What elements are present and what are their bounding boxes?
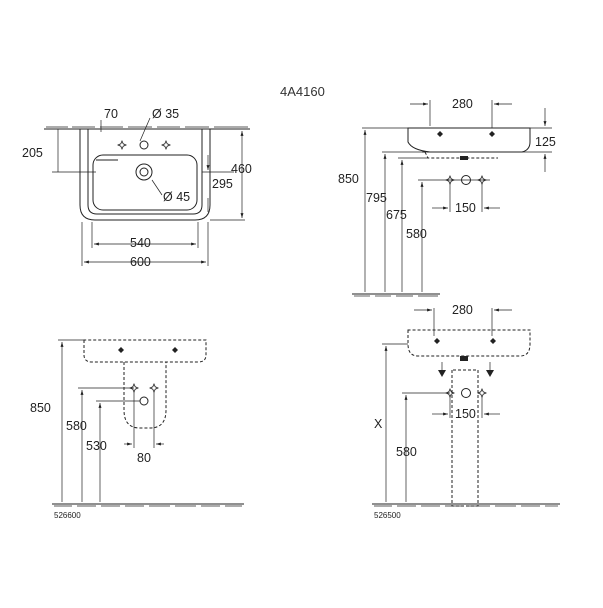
tap-hole-center-icon xyxy=(139,140,149,150)
drain-inner-icon xyxy=(139,167,149,177)
dim-tap-hole: Ø 35 xyxy=(152,107,179,121)
dim-depth-top: 205 xyxy=(22,146,43,160)
side-dim-675: 675 xyxy=(386,208,407,222)
pedestal-column-outline xyxy=(451,369,479,507)
side-dim-125: 125 xyxy=(535,135,556,149)
side-drain-fitting-icon xyxy=(461,175,471,185)
arrow-down-left-icon xyxy=(438,370,446,377)
side-dim-280: 280 xyxy=(452,97,473,111)
basin-dashed-outline xyxy=(83,339,207,363)
front-dim-850: 850 xyxy=(30,401,51,415)
pedestal-drain-fitting-icon xyxy=(461,388,471,398)
side-dim-850: 850 xyxy=(338,172,359,186)
semi-pedestal-code: 526600 xyxy=(54,511,81,520)
side-view: 280 125 850 795 675 580 150 xyxy=(338,97,556,297)
full-pedestal-code: 526500 xyxy=(374,511,401,520)
side-dim-795: 795 xyxy=(366,191,387,205)
front-dim-580: 580 xyxy=(66,419,87,433)
tap-hole-right-icon xyxy=(161,140,171,150)
dim-overflow-hole: Ø 45 xyxy=(163,190,190,204)
top-view: 70 Ø 35 205 Ø 45 460 295 540 600 xyxy=(22,107,252,269)
front-view-full-pedestal: 280 X 580 150 526500 xyxy=(372,303,560,520)
dim-inner-width: 540 xyxy=(130,236,151,250)
side-dim-150: 150 xyxy=(455,201,476,215)
pedestal-dim-150: 150 xyxy=(455,407,476,421)
basin-outline xyxy=(79,129,211,221)
side-basin-outline xyxy=(407,127,531,153)
dim-height-total: 460 xyxy=(231,162,252,176)
semi-pedestal-outline xyxy=(123,362,167,429)
dim-total-width: 600 xyxy=(130,255,151,269)
front-supply-right-icon xyxy=(149,383,159,393)
front-dim-80: 80 xyxy=(137,451,151,465)
pedestal-dim-x: X xyxy=(374,417,383,431)
front-dim-530: 530 xyxy=(86,439,107,453)
side-drain-stub xyxy=(460,156,468,160)
tap-hole-left-icon xyxy=(117,140,127,150)
arrow-down-right-icon xyxy=(486,370,494,377)
pedestal-supply-right-icon xyxy=(477,388,487,398)
pedestal-basin-outline xyxy=(407,329,531,357)
pedestal-dim-280: 280 xyxy=(452,303,473,317)
dim-height-inner: 295 xyxy=(212,177,233,191)
basin-rim-inner xyxy=(87,129,203,215)
drain-outer-icon xyxy=(135,163,153,181)
front-view-semi-pedestal: 850 580 530 80 526600 xyxy=(30,339,244,520)
pedestal-dim-580: 580 xyxy=(396,445,417,459)
product-code-title: 4A4160 xyxy=(280,84,325,99)
side-dim-580: 580 xyxy=(406,227,427,241)
front-drain-fitting-icon xyxy=(139,396,149,406)
bowl-outline xyxy=(92,154,198,211)
dim-tap-offset: 70 xyxy=(104,107,118,121)
